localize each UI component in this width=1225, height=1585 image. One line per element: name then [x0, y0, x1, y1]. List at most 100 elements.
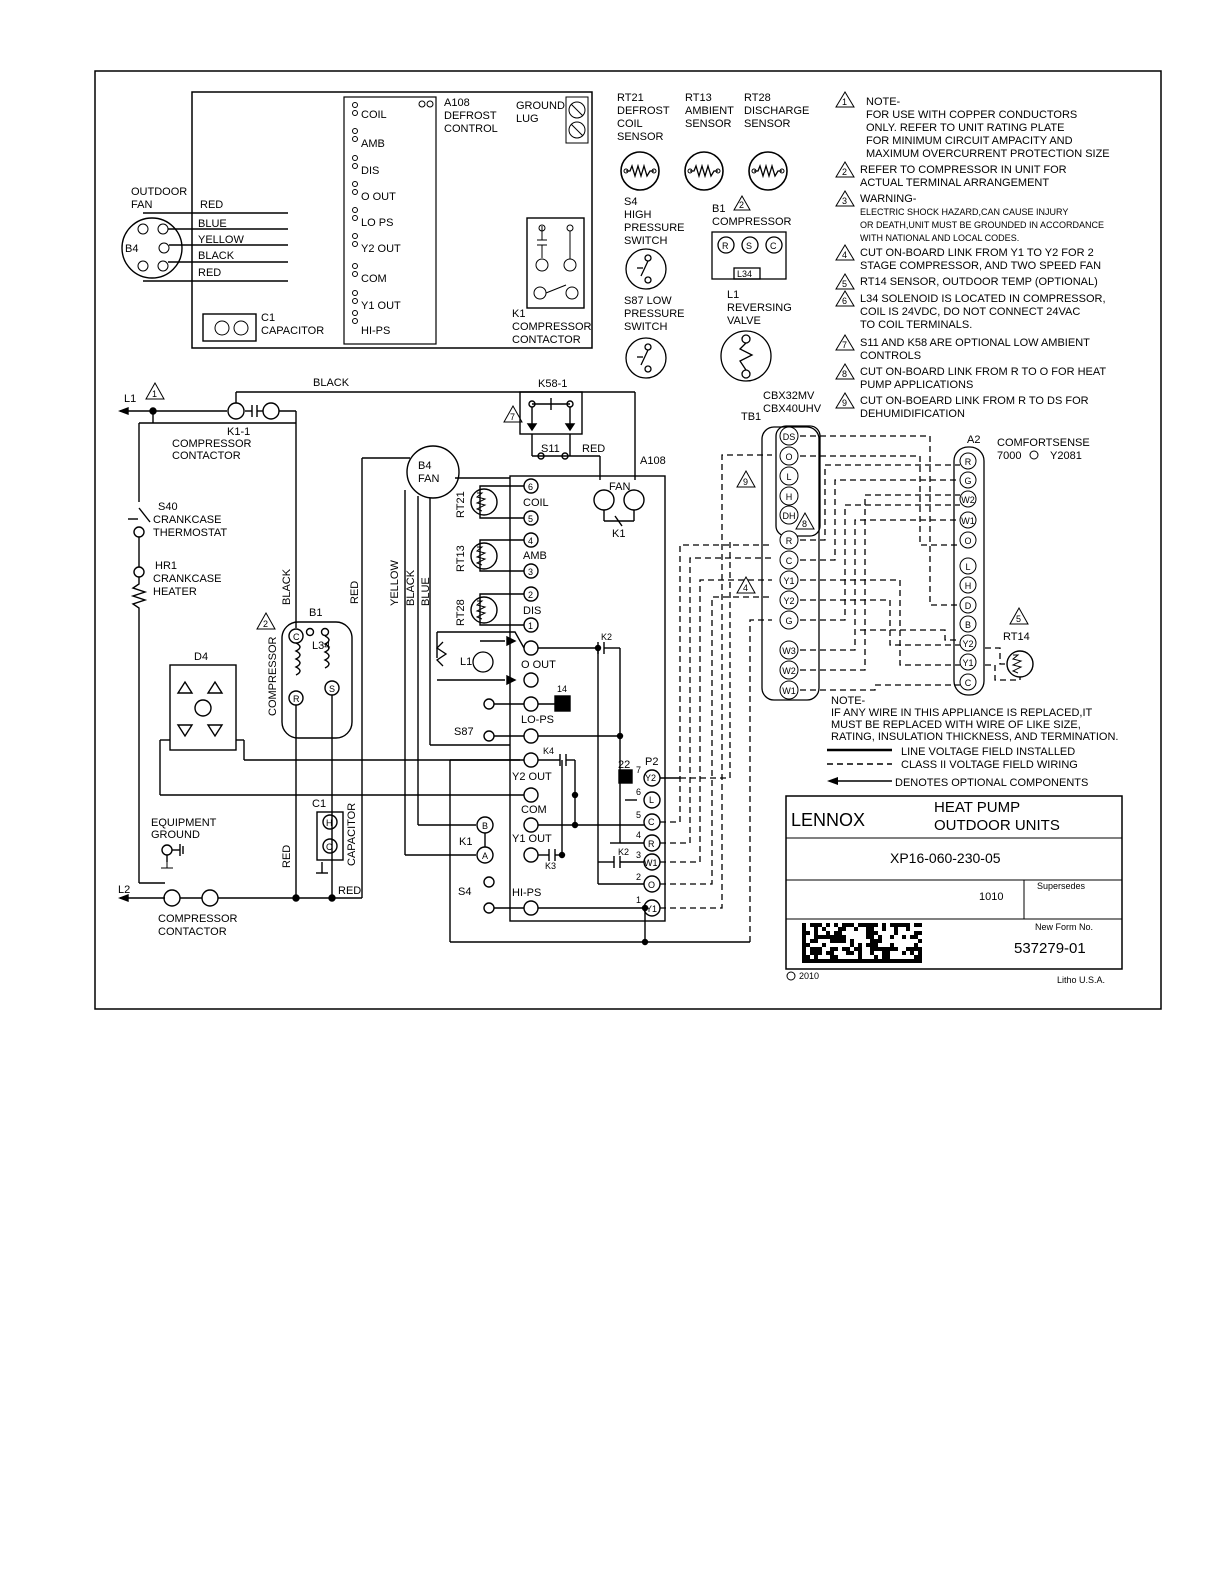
k2-label: K2	[618, 847, 629, 857]
tb1-terminal	[779, 570, 799, 590]
wire-note: NOTE- IF ANY WIRE IN THIS APPLIANCE IS R…	[827, 695, 1118, 789]
a2-terminal	[959, 511, 977, 529]
rt21-label: COIL	[617, 118, 643, 130]
k1-contactor-icon	[526, 217, 585, 309]
p2-pin: 5	[636, 810, 641, 820]
b4-fan-label: B4	[418, 460, 431, 472]
a108-label: CONTROL	[444, 123, 498, 135]
p2-terminal: Y1	[646, 904, 657, 914]
b4-fan-label: FAN	[418, 473, 439, 485]
litho-label: Litho U.S.A.	[1057, 975, 1105, 985]
compressor-vertical-label: COMPRESSOR	[267, 636, 279, 716]
s87-label: PRESSURE	[624, 308, 685, 320]
a2-terminal-label: H	[965, 581, 972, 591]
b1-terminal: S	[746, 241, 752, 251]
a2-terminal-label: L	[965, 562, 970, 572]
outdoor-fan-label: FAN	[131, 199, 152, 211]
a2-terminal	[959, 471, 977, 489]
pin-number: 1	[528, 621, 533, 631]
note-number: 9	[842, 398, 847, 408]
rt13-label: AMBIENT	[685, 105, 734, 117]
pin-number: 5	[528, 514, 533, 524]
a108-board	[343, 96, 437, 345]
note-line: ELECTRIC SHOCK HAZARD,CAN CAUSE INJURY	[860, 207, 1068, 217]
note-line: TO COIL TERMINALS.	[860, 319, 972, 331]
note-line: REFER TO COMPRESSOR IN UNIT FOR	[860, 164, 1067, 176]
supersedes-label: Supersedes	[1037, 881, 1086, 891]
tb1-terminal	[779, 426, 799, 446]
warning-triangle-icon	[835, 91, 855, 108]
sensor-tag: RT21	[455, 491, 467, 518]
component-legend: COIL AMB DIS O OUT LO PS Y2 OUT COM Y1 O…	[121, 91, 593, 349]
terminal-label: Y2 OUT	[512, 771, 552, 783]
s87-pressure-switch-icon	[625, 337, 667, 379]
s87-label: SWITCH	[624, 321, 667, 333]
wire-note-line: MUST BE REPLACED WITH WIRE OF LIKE SIZE,	[831, 719, 1081, 731]
terminal-label: Y1 OUT	[512, 833, 552, 845]
red-wire-label: RED	[582, 443, 605, 455]
sensor-legend: RT21 DEFROST COIL SENSOR RT13 AMBIENT SE…	[617, 92, 809, 382]
box-14-label: 14	[557, 684, 567, 694]
tb1-terminal-label: DH	[783, 511, 796, 521]
comfortsense-label: Y2081	[1050, 450, 1082, 462]
a2-terminal	[959, 673, 977, 691]
note-number: 5	[842, 279, 847, 289]
s4-label: S4	[458, 886, 471, 898]
tb1-terminal	[779, 466, 799, 486]
ground-lug-label: GROUND	[516, 100, 565, 112]
k1-label: K1	[512, 308, 525, 320]
fan-wire-color: RED	[198, 267, 221, 279]
tb1-terminal	[779, 530, 799, 550]
a108-terminal: Y1 OUT	[361, 300, 401, 312]
cbx-label: CBX32MV	[763, 390, 815, 402]
note-number: 8	[842, 369, 847, 379]
rt28-label: RT28	[744, 92, 771, 104]
l1-reversing-valve-icon	[720, 330, 772, 382]
terminal-label: O OUT	[521, 659, 556, 671]
rt28-label: SENSOR	[744, 118, 791, 130]
warning-triangle-icon	[795, 511, 815, 530]
svg-text:9: 9	[743, 477, 748, 487]
schematic-labels: L1 L2 BLACK K1-1 COMPRESSOR CONTACTOR K5…	[118, 377, 666, 938]
p2-terminal: O	[648, 880, 655, 890]
note-number: 1	[842, 97, 847, 107]
equipment-ground-label: EQUIPMENT	[151, 817, 217, 829]
s40-label: CRANKCASE	[153, 514, 221, 526]
warning-triangle-icon	[835, 273, 855, 290]
tb1-terminal	[779, 486, 799, 506]
wire-note-line: IF ANY WIRE IN THIS APPLIANCE IS REPLACE…	[831, 707, 1092, 719]
terminal-label: HI-PS	[512, 887, 541, 899]
b1-label: B1	[309, 607, 322, 619]
c1-capacitor-icon	[202, 313, 257, 342]
title-line: OUTDOOR UNITS	[934, 817, 1060, 834]
a2-terminal	[959, 634, 977, 652]
note-number: 6	[842, 296, 847, 306]
note-line: RT14 SENSOR, OUTDOOR TEMP (OPTIONAL)	[860, 276, 1098, 288]
ground-icon	[161, 862, 173, 869]
note-line: FOR MINIMUM CIRCUIT AMPACITY AND	[866, 135, 1073, 147]
pin-number: 6	[528, 482, 533, 492]
note-line: MAXIMUM OVERCURRENT PROTECTION SIZE	[866, 148, 1110, 160]
ground-lug-icon	[565, 96, 589, 144]
note-line: CUT ON-BOARD LINK FROM R TO O FOR HEAT	[860, 366, 1106, 378]
rt13-sensor-icon	[684, 151, 724, 191]
warning-triangle-icon	[835, 190, 855, 207]
warning-triangle-icon	[736, 469, 756, 488]
pin-label: DIS	[523, 605, 541, 617]
k4-label: K4	[543, 746, 554, 756]
note-number: 4	[842, 250, 847, 260]
k1-coil-label: K1	[459, 836, 472, 848]
new-form-label: New Form No.	[1035, 922, 1093, 932]
svg-text:5: 5	[1016, 614, 1021, 624]
comfortsense-label: COMFORTSENSE	[997, 437, 1090, 449]
tb1-terminal-label: Y1	[783, 576, 794, 586]
d4-label: D4	[194, 651, 208, 663]
svg-text:4: 4	[743, 583, 748, 593]
pin-number: 3	[528, 567, 533, 577]
note-line: COIL IS 24VDC, DO NOT CONNECT 24VAC	[860, 306, 1080, 318]
warning-triangle-icon	[835, 363, 855, 380]
p2-pin: 6	[636, 787, 641, 797]
tb1-terminal-label: L	[786, 472, 791, 482]
a108-label: A108	[444, 97, 470, 109]
b1-label: B1	[712, 203, 725, 215]
